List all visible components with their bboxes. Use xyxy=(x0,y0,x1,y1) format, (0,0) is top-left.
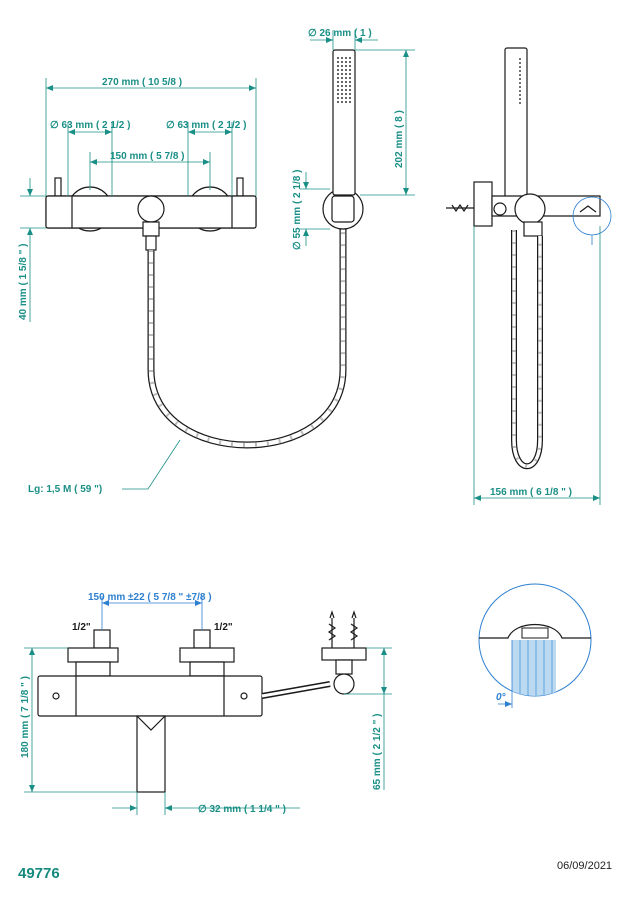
dim-holder-height: 65 mm ( 2 1/2 " ) xyxy=(372,714,383,790)
dim-holder: ∅ 55 mm ( 2 1/8 ) xyxy=(292,170,303,250)
bottom-view-labels: 150 mm ±22 ( 5 7/8 " ±7/8 ) 1/2" 1/2" 18… xyxy=(20,592,383,815)
dim-head-length: 202 mm ( 8 ) xyxy=(394,110,405,168)
bottom-outlet xyxy=(136,715,166,793)
side-hand-shower xyxy=(504,47,528,199)
outlet-nut xyxy=(137,195,165,223)
dim-depth: 156 mm ( 6 1/8 " ) xyxy=(490,487,572,498)
bottom-body xyxy=(37,675,263,717)
dim-head-width: ∅ 26 mm ( 1 ) xyxy=(308,28,372,39)
dim-knob-right: ∅ 63 mm ( 2 1/2 ) xyxy=(166,120,246,131)
label-inlet-left: 1/2" xyxy=(72,622,91,633)
document-date: 06/09/2021 xyxy=(557,860,613,872)
label-inlet-right: 1/2" xyxy=(214,622,233,633)
dim-outlet: ∅ 32 mm ( 1 1/4 " ) xyxy=(198,804,286,815)
dim-bottom-centers: 150 mm ±22 ( 5 7/8 " ±7/8 ) xyxy=(88,592,212,603)
bottom-holder xyxy=(333,673,355,695)
side-view xyxy=(446,47,612,470)
reference-number: 49776 xyxy=(18,865,60,882)
dim-hose: Lg: 1,5 M ( 59 ") xyxy=(28,484,102,495)
front-view-labels: 270 mm ( 10 5/8 ) ∅ 63 mm ( 2 1/2 ) ∅ 63… xyxy=(18,28,405,495)
dim-bottom-height: 180 mm ( 7 1/8 " ) xyxy=(20,676,31,758)
dim-centers: 150 mm ( 5 7/8 ) xyxy=(110,151,184,162)
bottom-view-dimensions xyxy=(24,596,392,815)
side-view-dimensions xyxy=(473,226,601,505)
front-view-dimensions xyxy=(20,30,415,490)
dim-knob-left: ∅ 63 mm ( 2 1/2 ) xyxy=(50,120,130,131)
side-knob xyxy=(514,193,546,225)
bottom-view xyxy=(37,610,367,793)
detail-angle: 0° xyxy=(496,692,507,703)
detail-view: 0° xyxy=(478,583,592,708)
dim-width: 270 mm ( 10 5/8 ) xyxy=(102,77,182,88)
shower-hose xyxy=(147,228,347,449)
dim-body-height: 40 mm ( 1 5/8 " ) xyxy=(18,244,29,320)
side-hose xyxy=(511,230,543,470)
front-view xyxy=(45,49,364,449)
